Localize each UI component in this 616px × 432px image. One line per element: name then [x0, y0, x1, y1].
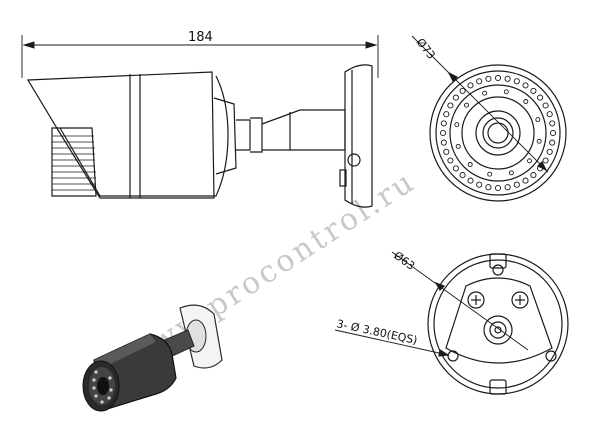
ir-led: [494, 74, 502, 82]
front-view: [411, 35, 567, 202]
ir-led: [503, 89, 509, 95]
ir-led: [447, 102, 454, 109]
ir-led: [522, 177, 529, 184]
ir-led: [476, 181, 483, 188]
ir-led: [485, 184, 492, 191]
bracket-diameter-label: Ø63: [391, 249, 417, 273]
side-view: 184: [21, 30, 379, 208]
ir-led: [549, 129, 557, 137]
ir-led: [443, 111, 450, 118]
screw-hole: [447, 350, 459, 362]
mount-arm: [236, 119, 251, 151]
ir-led: [443, 148, 450, 155]
ir-led: [455, 143, 461, 149]
ir-led: [549, 120, 556, 127]
length-dimension-line: [21, 35, 379, 78]
ir-led: [523, 99, 529, 104]
ir-led: [537, 94, 544, 101]
ir-led: [546, 111, 553, 118]
sun-shield: [26, 71, 215, 199]
bracket-view: [334, 251, 569, 395]
ir-led: [440, 120, 447, 127]
ir-led: [504, 184, 511, 191]
ir-led: [522, 82, 529, 89]
screw-note-leader: [334, 329, 449, 356]
ir-led: [549, 139, 556, 146]
bracket-plate: [445, 277, 553, 364]
ir-led: [439, 129, 447, 137]
ir-led: [454, 122, 460, 128]
ir-led: [467, 82, 474, 89]
ir-led: [487, 171, 493, 177]
ir-led: [452, 165, 459, 172]
ir-led: [459, 87, 466, 94]
ir-led: [440, 139, 447, 146]
ir-led: [513, 181, 520, 188]
length-dimension-label: 184: [188, 30, 213, 45]
screw-hole: [492, 264, 504, 276]
wall-plate: [344, 64, 373, 208]
front-diameter-leader: [411, 35, 549, 173]
ir-led: [542, 157, 549, 164]
ir-led: [467, 162, 473, 167]
ir-led: [546, 148, 553, 155]
isometric-camera: [82, 304, 223, 412]
ir-led: [530, 172, 537, 179]
ir-led: [459, 172, 466, 179]
cooling-fins: [52, 135, 96, 191]
ir-led: [482, 90, 488, 96]
ir-led: [447, 157, 454, 164]
ir-led: [530, 87, 537, 94]
ir-led-ring: [439, 74, 557, 192]
screw-note-label: 3- Ø 3.80(EQS): [335, 317, 418, 347]
ir-led: [494, 184, 502, 192]
ir-led: [464, 102, 469, 108]
ir-led: [508, 170, 514, 176]
screw-hole: [545, 350, 557, 362]
camera-body: [59, 75, 229, 197]
ir-led: [485, 75, 492, 82]
ir-led: [504, 75, 511, 82]
ir-led: [452, 94, 459, 101]
ir-led: [527, 158, 532, 164]
ir-led: [513, 78, 520, 85]
ir-led: [535, 117, 541, 123]
ir-led: [536, 138, 542, 144]
ir-led: [542, 102, 549, 109]
ir-led: [467, 177, 474, 184]
bracket-diameter-leader: [391, 251, 529, 351]
ir-led: [476, 78, 483, 85]
